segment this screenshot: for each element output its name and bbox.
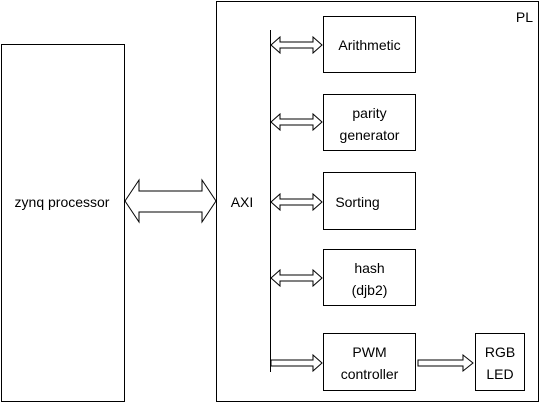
pwm-label-line1: PWM [352,344,386,360]
sorting-bidirectional-arrow [270,192,323,212]
processor-axi-bidirectional-arrow [124,178,217,224]
pwm-to-rgb-arrow [417,353,474,373]
parity-label-line1: parity [352,105,386,121]
pwm-controller-block [323,333,416,391]
arithmetic-bidirectional-arrow [270,35,323,55]
parity-generator-block [323,94,416,151]
parity-label-line2: generator [340,127,400,143]
zynq-processor-label: zynq processor [15,194,110,210]
arithmetic-label: Arithmetic [338,37,400,53]
rgb-led-label-line1: RGB [485,344,515,360]
pl-label: PL [516,9,533,25]
hash-bidirectional-arrow [270,268,323,288]
pwm-input-arrow [270,353,323,373]
axi-label: AXI [231,194,254,210]
pwm-label-line2: controller [341,366,399,382]
sorting-block [323,172,416,230]
parity-bidirectional-arrow [270,112,323,132]
sorting-label: Sorting [335,194,379,210]
hash-label-line1: hash [354,260,384,276]
hash-block [323,249,416,306]
hash-label-line2: (djb2) [352,282,388,298]
arithmetic-block [323,16,416,73]
zynq-processor-block [1,44,125,402]
rgb-led-block [475,333,525,391]
rgb-led-label-line2: LED [486,366,513,382]
